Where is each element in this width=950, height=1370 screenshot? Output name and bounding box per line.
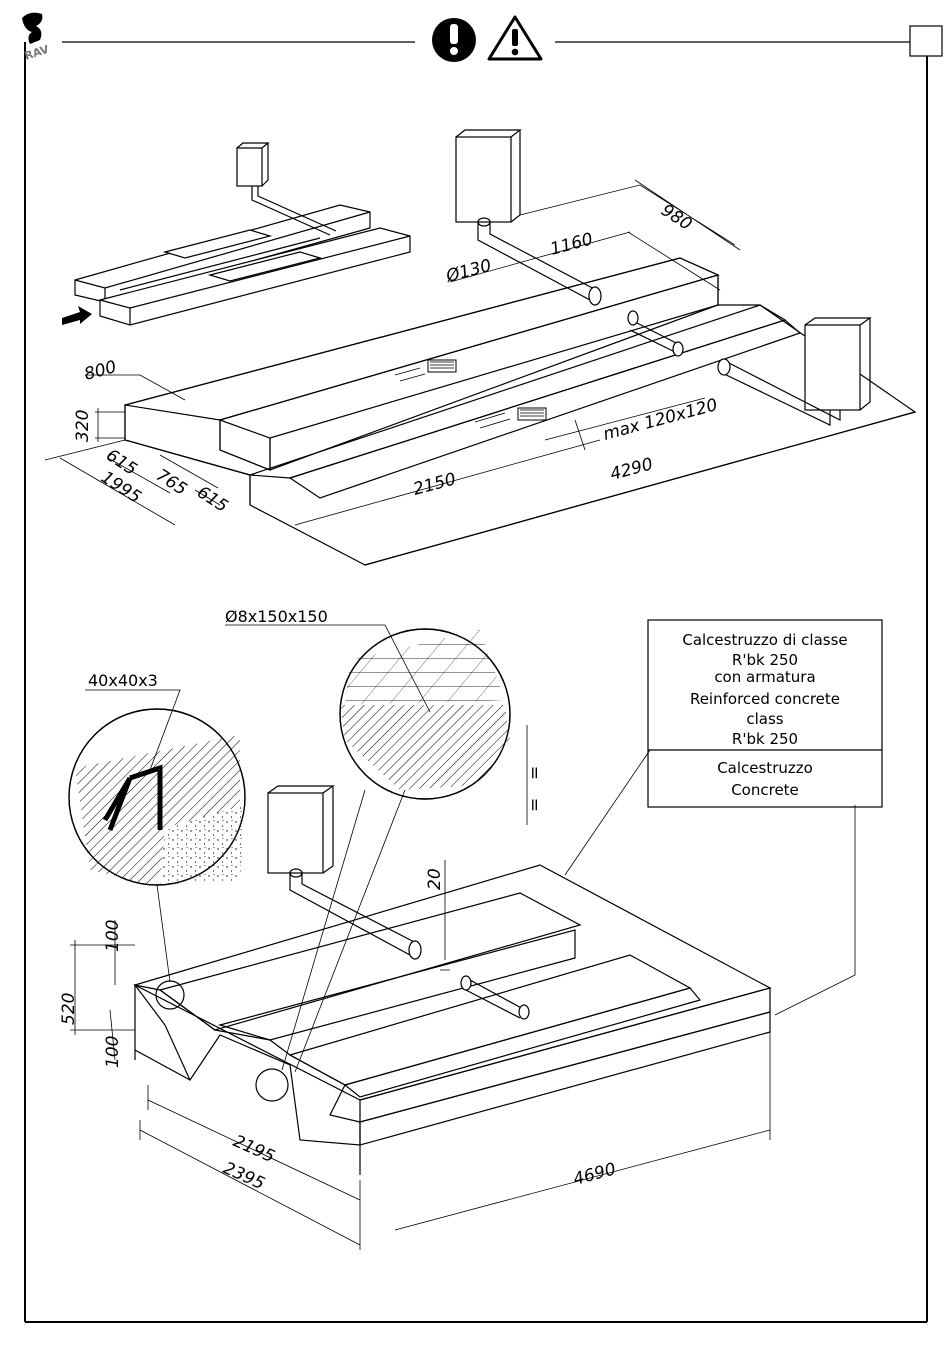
equal-mark-2: = <box>525 798 545 812</box>
dim-615-right: 615 <box>193 482 231 516</box>
legend-reinforced-line-2: R'bk 250 <box>732 651 798 669</box>
logo-text: RAV <box>23 43 51 63</box>
dim-100-bottom: 100 <box>103 1036 123 1068</box>
legend-concrete-line-1: Calcestruzzo <box>717 759 813 777</box>
dim-520: 520 <box>59 993 79 1025</box>
dim-4690: 4690 <box>571 1159 618 1190</box>
legend-reinforced-line-1: Calcestruzzo di classe <box>682 631 847 649</box>
dim-dia130: Ø130 <box>443 256 493 287</box>
angle-label: 40x40x3 <box>88 671 158 690</box>
dim-1160: 1160 <box>548 229 595 260</box>
page-number-box <box>910 26 942 56</box>
legend-reinforced-line-3: con armatura <box>714 668 815 686</box>
equal-mark-1: = <box>525 766 545 780</box>
dim-2150: 2150 <box>411 469 458 500</box>
pit-foundation-top <box>45 130 915 565</box>
dim-2395: 2395 <box>220 1158 268 1194</box>
mesh-label: Ø8x150x150 <box>225 607 328 626</box>
material-legend: Calcestruzzo di classe R'bk 250 con arma… <box>648 620 882 807</box>
dim-100-top: 100 <box>103 920 123 952</box>
legend-reinforced-line-5: class <box>746 710 783 728</box>
dim-4290: 4290 <box>608 454 655 485</box>
pit-foundation-section <box>69 625 855 1250</box>
arrow-icon <box>62 306 92 325</box>
exclamation-circle-icon <box>432 18 476 62</box>
dim-20: 20 <box>425 868 445 890</box>
dim-max-drain: max 120x120 <box>601 395 720 445</box>
lift-overview-sketch <box>62 143 410 325</box>
dim-320: 320 <box>73 410 93 442</box>
legend-reinforced-line-4: Reinforced concrete <box>690 690 840 708</box>
logo: RAV <box>22 13 51 63</box>
warning-triangle-icon <box>489 17 541 59</box>
dim-980: 980 <box>657 200 695 234</box>
dim-800: 800 <box>82 357 119 385</box>
legend-concrete-line-2: Concrete <box>731 781 799 799</box>
dim-765: 765 <box>152 465 190 499</box>
legend-reinforced-line-6: R'bk 250 <box>732 730 798 748</box>
